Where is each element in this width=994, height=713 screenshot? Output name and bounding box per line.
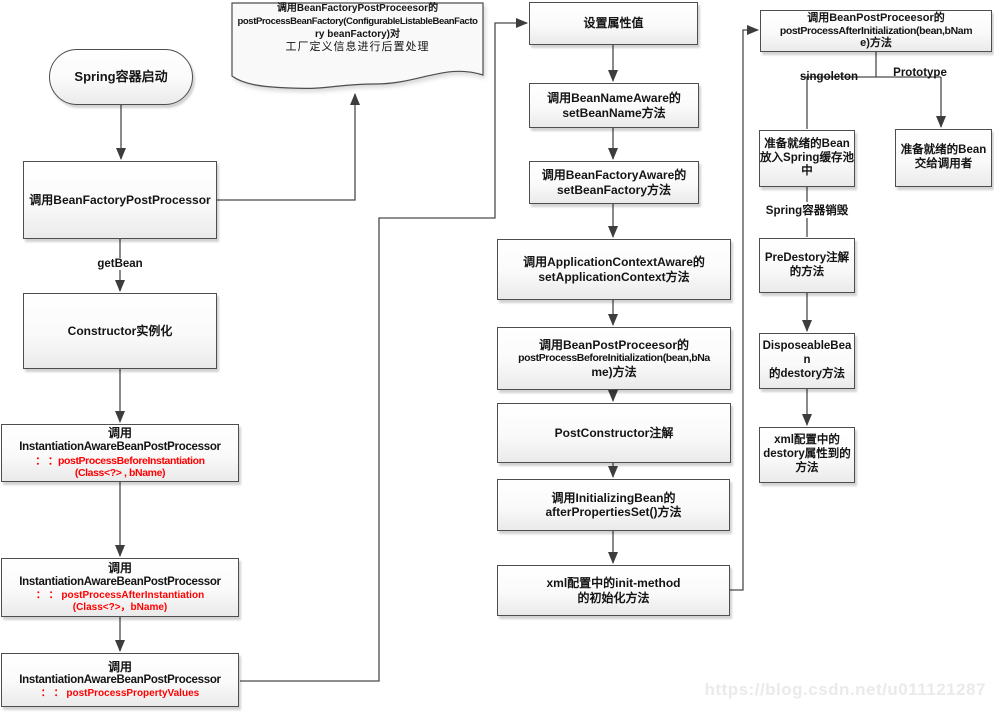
node-xml-destroy-method: xml配置中的 destory属性到的 方法 — [759, 427, 855, 483]
text-line: me)方法 — [591, 364, 637, 379]
connector-bfpp-to-doc — [217, 93, 360, 201]
connector-iabpp3-to-setprops — [240, 18, 528, 682]
text-line: 调用 — [107, 659, 132, 674]
text-line: xml配置中的init-method — [546, 576, 681, 591]
text-line: 方法 — [795, 461, 819, 474]
text-line: 的初始化方法 — [577, 590, 650, 605]
node-beanfactoryaware: 调用BeanFactoryAware的 setBeanFactory方法 — [529, 161, 699, 204]
text-line: ry beanFactory)对 — [314, 29, 401, 40]
node-spring-start: Spring容器启动 — [49, 49, 193, 105]
text-line: InstantiationAwareBeanPostProcessor — [19, 575, 221, 588]
text-line: DisposeableBea — [762, 340, 852, 353]
node-xml-init-method: xml配置中的init-method 的初始化方法 — [497, 565, 730, 616]
text-line: ： ： postProcessPropertyValues — [40, 688, 200, 700]
text-line: setBeanFactory方法 — [556, 182, 672, 197]
text-line: InstantiationAwareBeanPostProcessor — [19, 674, 221, 687]
node-iabpp-property-values: 调用 InstantiationAwareBeanPostProcessor ：… — [1, 653, 239, 707]
connector-xmlinit-to-bppafter — [730, 25, 759, 591]
text-line: postProcessBeanFactory(ConfigurableLista… — [237, 16, 478, 27]
text-line: (Class<?> , bName) — [74, 467, 166, 480]
text-line: destory属性到的 — [763, 448, 851, 461]
text-line: setBeanName方法 — [562, 105, 666, 120]
node-set-property-values: 设置属性值 — [529, 2, 698, 45]
text-line: postProcessBeforeInitialization(bean,bNa — [518, 352, 710, 365]
node-beanfactory-note: 调用BeanFactoryPostProceesor的 postProcessB… — [232, 2, 483, 54]
text-line: 交给调用者 — [914, 158, 973, 170]
node-constructor-instantiate: Constructor实例化 — [23, 293, 217, 369]
node-beanfactorypostprocessor: 调用BeanFactoryPostProcessor — [23, 161, 217, 239]
node-postconstructor-annotation: PostConstructor注解 — [497, 403, 731, 463]
watermark-text: https://blog.csdn.net/u011121287 — [704, 680, 986, 699]
text-line: (Class<?>，bName) — [72, 601, 168, 613]
label-singleton: singoleton — [799, 71, 859, 83]
text-line: afterPropertiesSet()方法 — [545, 505, 682, 519]
text-line: 准备就绪的Bean — [900, 144, 987, 157]
text-line: setApplicationContext方法 — [538, 269, 690, 284]
node-applicationcontextaware: 调用ApplicationContextAware的 setApplicatio… — [497, 239, 731, 300]
node-bpp-after-initialization: 调用BeanPostProceesor的 postProcessAfterIni… — [760, 10, 992, 52]
node-bean-to-caller: 准备就绪的Bean 交给调用者 — [895, 129, 992, 187]
text-line: 的方法 — [789, 265, 825, 278]
text-line: 调用InitializingBean的 — [551, 490, 676, 505]
node-iabpp-before-instantiation: 调用 InstantiationAwareBeanPostProcessor ：… — [1, 424, 239, 482]
text-line: ： ：postProcessBeforeInstantiation — [35, 454, 205, 467]
text-line: 调用ApplicationContextAware的 — [523, 255, 705, 270]
label-getbean: getBean — [94, 258, 146, 270]
text-line: n — [803, 354, 811, 367]
text-line: InstantiationAwareBeanPostProcessor — [19, 440, 221, 453]
text-line: PostConstructor注解 — [554, 425, 674, 440]
text-line: xml配置中的 — [774, 434, 840, 447]
text-line: 调用 — [107, 426, 132, 441]
text-line: 调用BeanFactoryPostProcessor — [29, 192, 211, 207]
label-prototype: Prototype — [893, 67, 947, 79]
document-shape — [231, 2, 484, 89]
text-line: 设置属性值 — [583, 16, 644, 31]
text-line: Spring容器启动 — [74, 69, 168, 85]
node-beannameaware: 调用BeanNameAware的 setBeanName方法 — [529, 83, 699, 128]
text-line: Constructor实例化 — [67, 323, 173, 338]
text-line: 调用BeanFactoryAware的 — [541, 168, 687, 183]
text-line: 准备就绪的Bean — [764, 137, 850, 150]
node-bpp-before-initialization: 调用BeanPostProceesor的 postProcessBeforeIn… — [497, 327, 731, 390]
text-line: ： ： postProcessAfterInstantiation — [35, 589, 205, 601]
node-initializingbean: 调用InitializingBean的 afterPropertiesSet()… — [497, 479, 730, 531]
text-line: 调用BeanFactoryPostProceesor的 — [276, 3, 439, 14]
node-disposablebean-destroy: DisposeableBea n 的destory方法 — [759, 333, 855, 389]
node-bean-into-cache: 准备就绪的Bean 放入Spring缓存池 中 — [759, 130, 855, 187]
text-line: 调用BeanPostProceesor的 — [538, 337, 690, 352]
node-predestroy-annotation: PreDestory注解 的方法 — [759, 238, 855, 293]
text-line: e)方法 — [860, 37, 892, 50]
text-line: 放入Spring缓存池 — [760, 151, 854, 164]
text-line: 调用BeanPostProceesor的 — [807, 11, 945, 24]
text-line: PreDestory注解 — [764, 251, 850, 264]
text-line: 工厂定义信息进行后置处理 — [285, 41, 430, 53]
text-line: 中 — [801, 165, 813, 178]
text-line: 的destory方法 — [768, 367, 846, 380]
text-line: postProcessAfterInitialization(bean,bNam — [779, 24, 973, 37]
text-line: 调用 — [107, 561, 132, 576]
node-iabpp-after-instantiation: 调用 InstantiationAwareBeanPostProcessor ：… — [1, 558, 239, 617]
text-line: 调用BeanNameAware的 — [547, 91, 681, 106]
label-container-destroy: Spring容器销毁 — [762, 202, 852, 218]
